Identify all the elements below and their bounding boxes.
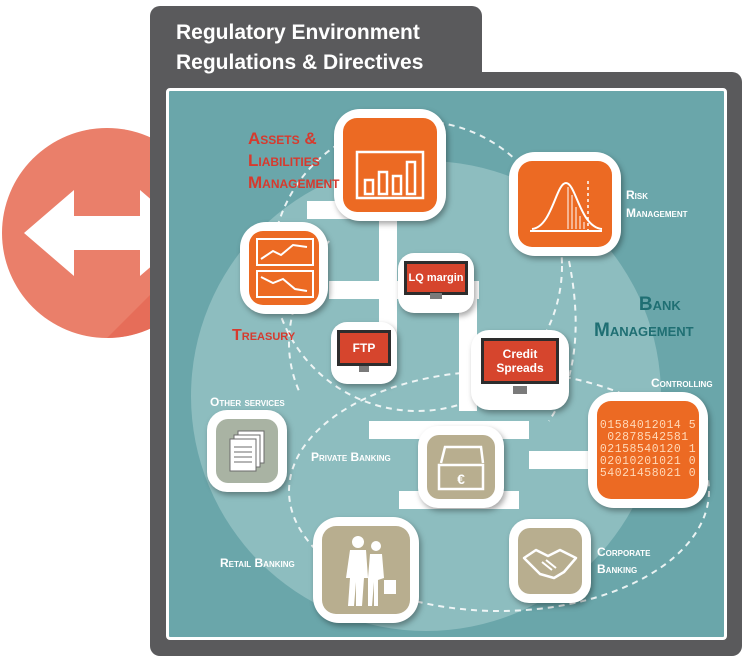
other-services-label: Other services [210, 395, 285, 409]
documents-icon [229, 430, 265, 472]
monitor-stand [513, 386, 527, 394]
other-services-tile [207, 410, 287, 492]
ftp-screen: FTP [337, 330, 391, 366]
svg-text:€: € [457, 471, 465, 487]
treasure-chest-icon: € [437, 445, 485, 491]
numbers-icon: 01584012014 5 02878542581 02158540120 1 … [599, 419, 697, 480]
bank-management-label: Bank Management [594, 294, 694, 341]
monitor-stand [430, 293, 442, 299]
controlling-tile: 01584012014 5 02878542581 02158540120 1 … [588, 392, 708, 508]
controlling-label: Controlling [651, 376, 713, 390]
frame-title: Regulatory Environment Regulations & Dir… [176, 18, 423, 78]
private-banking-tile: € [418, 426, 504, 508]
lq-margin-screen: LQ margin [404, 261, 468, 295]
title-line-2: Regulations & Directives [176, 51, 424, 74]
retail-banking-tile [313, 517, 419, 623]
alm-label: Assets & Liabilities Management [248, 129, 340, 192]
retail-banking-label: Retail Banking [220, 556, 295, 570]
risk-tile [509, 152, 621, 256]
bar-chart-icon [355, 150, 425, 200]
trend-charts-icon [256, 238, 314, 298]
alm-tile [334, 109, 446, 221]
title-line-1: Regulatory Environment [176, 21, 420, 44]
treasury-label: Treasury [232, 327, 296, 344]
credit-label: Credit [502, 347, 538, 361]
shoppers-icon [346, 536, 396, 606]
spreads-label: Spreads [496, 361, 544, 375]
monitor-stand [359, 366, 369, 372]
lq-monitor-tile: LQ margin [398, 253, 474, 313]
ftp-monitor-tile: FTP [331, 322, 397, 384]
distribution-curve-icon [530, 181, 603, 232]
treasury-tile [240, 222, 328, 314]
credit-spreads-screen: Credit Spreads [481, 338, 559, 384]
corporate-banking-tile [509, 519, 591, 603]
private-banking-label: Private Banking [311, 450, 391, 464]
corporate-banking-label: Corporate Banking [597, 545, 651, 576]
risk-label: Risk Management [626, 188, 688, 220]
credit-spreads-monitor-tile: Credit Spreads [471, 330, 569, 410]
handshake-icon [522, 548, 578, 580]
